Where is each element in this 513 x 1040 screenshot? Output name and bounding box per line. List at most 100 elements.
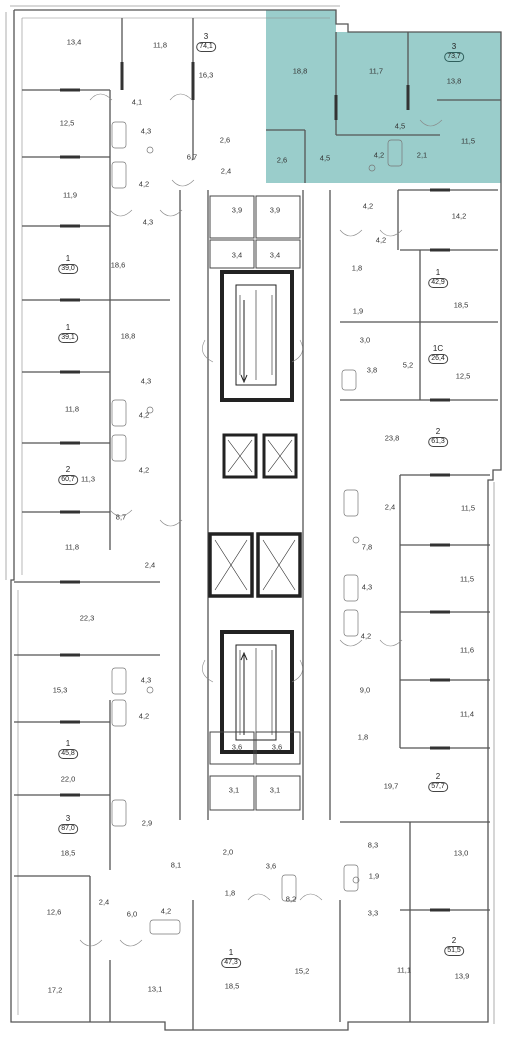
room-area-label: 23,8 — [384, 433, 400, 443]
room-area-label: 2,9 — [141, 818, 153, 828]
room-area-label: 4,2 — [375, 235, 387, 245]
room-area-label: 4,5 — [319, 153, 331, 163]
room-area-label: 18,8 — [120, 331, 136, 341]
apartment-area: 73,7 — [444, 52, 464, 62]
room-area-label: 13,9 — [454, 971, 470, 981]
bathroom-fixtures — [111, 121, 403, 935]
apartment-area: 26,4 — [428, 354, 448, 364]
apartment-rooms: 1C — [432, 344, 444, 353]
stair-arrows — [240, 300, 248, 735]
room-area-label: 4,2 — [373, 150, 385, 160]
room-area-label: 3,6 — [265, 861, 277, 871]
apartment-rooms: 1 — [65, 254, 71, 263]
building-walls — [5, 5, 502, 1031]
room-area-label: 4,3 — [361, 582, 373, 592]
apartment-rooms: 3 — [203, 32, 209, 41]
room-area-label: 4,5 — [394, 121, 406, 131]
room-area-label: 3,6 — [231, 742, 243, 752]
room-area-label: 2,4 — [384, 502, 396, 512]
room-area-label: 11,5 — [460, 503, 476, 513]
room-area-label: 2,6 — [219, 135, 231, 145]
room-area-label: 12,5 — [59, 118, 75, 128]
room-area-label: 1,8 — [357, 732, 369, 742]
room-area-label: 2,0 — [222, 847, 234, 857]
apartment-rooms: 3 — [451, 42, 457, 51]
room-area-label: 4,2 — [160, 906, 172, 916]
room-area-label: 15,2 — [294, 966, 310, 976]
apartment-rooms: 1 — [435, 268, 441, 277]
room-area-label: 13,0 — [453, 848, 469, 858]
apartment-area: 60,7 — [58, 475, 78, 485]
room-area-label: 3,1 — [228, 785, 240, 795]
room-area-label: 11,4 — [459, 709, 475, 719]
room-area-label: 4,2 — [138, 465, 150, 475]
apartment-rooms: 2 — [435, 772, 441, 781]
room-area-label: 16,3 — [198, 70, 214, 80]
apartment-rooms: 2 — [435, 427, 441, 436]
room-area-label: 11,5 — [460, 136, 476, 146]
room-area-label: 17,2 — [47, 985, 63, 995]
apartment-area: 57,7 — [428, 782, 448, 792]
room-area-label: 7,8 — [361, 542, 373, 552]
room-area-label: 3,8 — [366, 365, 378, 375]
apartment-area: 47,3 — [221, 958, 241, 968]
room-area-label: 12,5 — [455, 371, 471, 381]
apartment-area: 39,0 — [58, 264, 78, 274]
room-area-label: 3,3 — [367, 908, 379, 918]
room-area-label: 4,1 — [131, 97, 143, 107]
room-area-label: 3,9 — [231, 205, 243, 215]
apartment-rooms: 2 — [65, 465, 71, 474]
room-area-label: 4,3 — [140, 126, 152, 136]
room-area-label: 13,8 — [446, 76, 462, 86]
room-area-label: 12,6 — [46, 907, 62, 917]
room-area-label: 11,7 — [368, 66, 384, 76]
apartment-area: 74,1 — [196, 42, 216, 52]
apartment-area: 61,3 — [428, 437, 448, 447]
room-area-label: 15,3 — [52, 685, 68, 695]
room-area-label: 18,8 — [292, 66, 308, 76]
room-area-label: 18,5 — [224, 981, 240, 991]
apartment-area: 42,9 — [428, 278, 448, 288]
room-area-label: 6,7 — [186, 152, 198, 162]
room-area-label: 2,4 — [98, 897, 110, 907]
room-area-label: 13,1 — [147, 984, 163, 994]
apartment-area: 39,1 — [58, 333, 78, 343]
door-swings — [79, 93, 443, 947]
room-area-label: 11,6 — [459, 645, 475, 655]
room-area-label: 19,7 — [383, 781, 399, 791]
room-area-label: 3,6 — [271, 742, 283, 752]
room-area-label: 6,0 — [126, 909, 138, 919]
room-area-label: 3,1 — [269, 785, 281, 795]
room-area-label: 5,2 — [402, 360, 414, 370]
room-area-label: 11,9 — [62, 190, 78, 200]
room-area-label: 1,9 — [352, 306, 364, 316]
highlighted-apartment[interactable] — [266, 10, 501, 183]
room-area-label: 8,3 — [367, 840, 379, 850]
room-area-label: 8,2 — [285, 894, 297, 904]
room-area-label: 8,7 — [115, 512, 127, 522]
room-area-label: 2,6 — [276, 155, 288, 165]
highlighted-apartment-shape[interactable] — [266, 10, 501, 183]
apartment-area: 87,0 — [58, 824, 78, 834]
room-area-label: 3,4 — [269, 250, 281, 260]
room-area-label: 11,3 — [80, 474, 96, 484]
room-area-label: 22,3 — [79, 613, 95, 623]
room-area-label: 18,5 — [453, 300, 469, 310]
room-area-label: 2,4 — [220, 166, 232, 176]
apartment-rooms: 1 — [65, 739, 71, 748]
room-area-label: 4,2 — [138, 179, 150, 189]
